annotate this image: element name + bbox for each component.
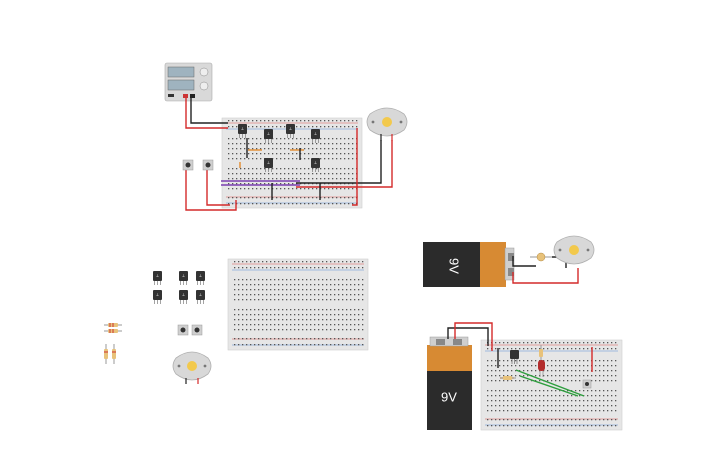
transistor-trans1-1[interactable]: ⊥ [264,129,273,143]
transistor-trans1-3[interactable]: ⊥ [311,129,320,143]
svg-text:⊥: ⊥ [241,126,245,131]
transistor-circuit-4[interactable] [510,350,519,364]
breadboard-2[interactable] [227,258,369,351]
svg-text:⊥: ⊥ [267,131,271,136]
dc-motor-1[interactable] [366,107,408,141]
wires-circuit-1 [185,98,393,211]
svg-text:⊥: ⊥ [289,126,293,131]
transistor-trans1-0[interactable]: ⊥ [238,124,247,138]
transistor-trans1-4[interactable]: ⊥ [264,158,273,172]
dc-motor-2[interactable] [172,351,212,384]
svg-text:⊥: ⊥ [314,131,318,136]
resistor-circuit-4a[interactable] [539,345,543,360]
breadboard-3[interactable] [480,339,623,431]
battery-label-rotated: 9V [447,258,462,274]
resistor-h1 [104,323,122,327]
svg-text:⊥: ⊥ [199,292,203,297]
battery-label: 9V [441,389,457,404]
resistor-v1 [104,344,108,364]
transistor-trans2-2[interactable]: ⊥ [196,271,205,285]
transistor-trans1-5[interactable]: ⊥ [311,158,320,172]
power-supply[interactable] [164,62,213,102]
battery-9v[interactable]: 9V [427,336,472,430]
svg-text:⊥: ⊥ [182,273,186,278]
svg-text:⊥: ⊥ [199,273,203,278]
pushbutton-4[interactable] [191,324,203,336]
pushbutton-1[interactable] [182,159,194,171]
transistors-circuit-1[interactable]: ⊥ ⊥ ⊥ ⊥ ⊥ ⊥ [238,124,320,172]
transistor-trans2-4[interactable]: ⊥ [179,290,188,304]
transistor-trans2-3[interactable]: ⊥ [153,290,162,304]
transistor-trans2-0[interactable]: ⊥ [153,271,162,285]
svg-text:⊥: ⊥ [182,292,186,297]
pushbutton-3[interactable] [177,324,189,336]
battery-9v-rotated[interactable]: 9V [423,242,515,287]
svg-text:⊥: ⊥ [156,292,160,297]
svg-text:⊥: ⊥ [156,273,160,278]
led-circuit-4[interactable] [538,360,545,377]
resistor-circuit-3[interactable] [530,252,552,262]
transistor-trans2-1[interactable]: ⊥ [179,271,188,285]
resistor-h2 [104,329,122,333]
dc-motor-3[interactable] [553,235,595,265]
resistor-circuit-4b[interactable] [500,376,516,380]
resistor-v2 [112,344,116,364]
wires-circuit-4 [447,322,593,397]
transistor-trans2-5[interactable]: ⊥ [196,290,205,304]
pushbutton-2[interactable] [202,159,214,171]
svg-text:⊥: ⊥ [314,160,318,165]
pushbutton-5[interactable] [582,379,592,389]
loose-transistors[interactable]: ⊥ ⊥ ⊥ ⊥ ⊥ ⊥ [153,271,205,304]
transistor-trans1-2[interactable]: ⊥ [286,124,295,138]
svg-text:⊥: ⊥ [267,160,271,165]
loose-resistors[interactable] [104,323,122,364]
